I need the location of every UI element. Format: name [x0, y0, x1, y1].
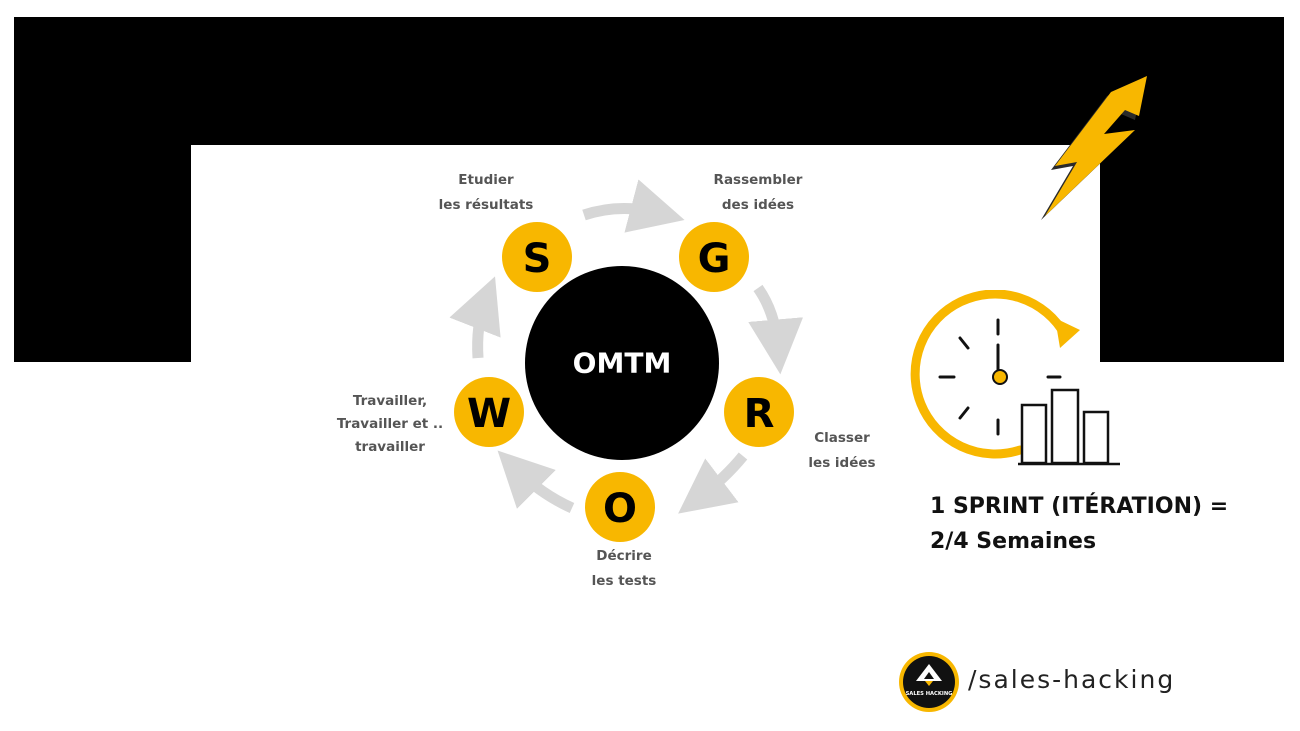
step-label-g-line1: Rassembler [713, 172, 803, 188]
clock-chart-icon [910, 290, 1120, 466]
brand-handle-text: /sales-hacking [968, 665, 1176, 694]
step-label-o-line2: les tests [591, 573, 657, 589]
cycle-arrow-g-to-r [748, 284, 804, 375]
step-letter-w: W [467, 391, 511, 437]
sprint-line1: 1 SPRINT (ITÉRATION) = [930, 494, 1229, 519]
step-label-s-line2: les résultats [438, 197, 534, 213]
background-frame-right [1100, 145, 1284, 362]
center-circle [525, 266, 719, 460]
step-label-w: Travailler, Travailler et .. travailler [337, 390, 443, 459]
background-frame-left [14, 145, 191, 362]
step-label-s-line1: Etudier [458, 172, 514, 188]
step-node-r: R [724, 377, 794, 447]
step-label-w-line1: Travailler, [352, 393, 428, 409]
step-label-s: Etudier les résultats [439, 168, 534, 218]
step-label-g-line2: des idées [721, 197, 795, 213]
step-letter-g: G [698, 236, 731, 282]
cycle-arrow-r-to-o [678, 452, 748, 514]
step-node-w: W [454, 377, 524, 447]
sprint-line2: 2/4 Semaines [930, 529, 1097, 554]
step-letter-r: R [744, 391, 775, 437]
center-label: OMTM [572, 346, 672, 380]
step-label-o: Décrire les tests [592, 544, 657, 594]
step-node-o: O [585, 472, 655, 542]
step-label-w-line3: travailler [355, 439, 425, 455]
step-label-r: Classer les idées [808, 426, 875, 476]
sales-hacking-logo-icon: SALES HACKING [899, 652, 959, 712]
step-label-r-line1: Classer [814, 430, 870, 446]
lightning-bolt-icon [1041, 76, 1147, 220]
cycle-arrow-o-to-w [497, 450, 575, 514]
cycle-arrow-s-to-g [582, 179, 685, 233]
sprint-duration-text: 1 SPRINT (ITÉRATION) = 2/4 Semaines [930, 489, 1228, 559]
step-letter-o: O [603, 486, 637, 532]
background-frame-top [14, 17, 1284, 145]
step-label-w-line2: Travailler et .. [336, 416, 444, 432]
cycle-arrows [449, 179, 804, 514]
brand-logo-text: SALES HACKING [906, 691, 953, 697]
step-node-g: G [679, 222, 749, 292]
step-label-g: Rassembler des idées [714, 168, 803, 218]
step-label-r-line2: les idées [808, 455, 876, 471]
step-node-s: S [502, 222, 572, 292]
step-label-o-line1: Décrire [596, 548, 652, 564]
cycle-arrow-w-to-s [449, 276, 501, 359]
step-letter-s: S [523, 236, 552, 282]
